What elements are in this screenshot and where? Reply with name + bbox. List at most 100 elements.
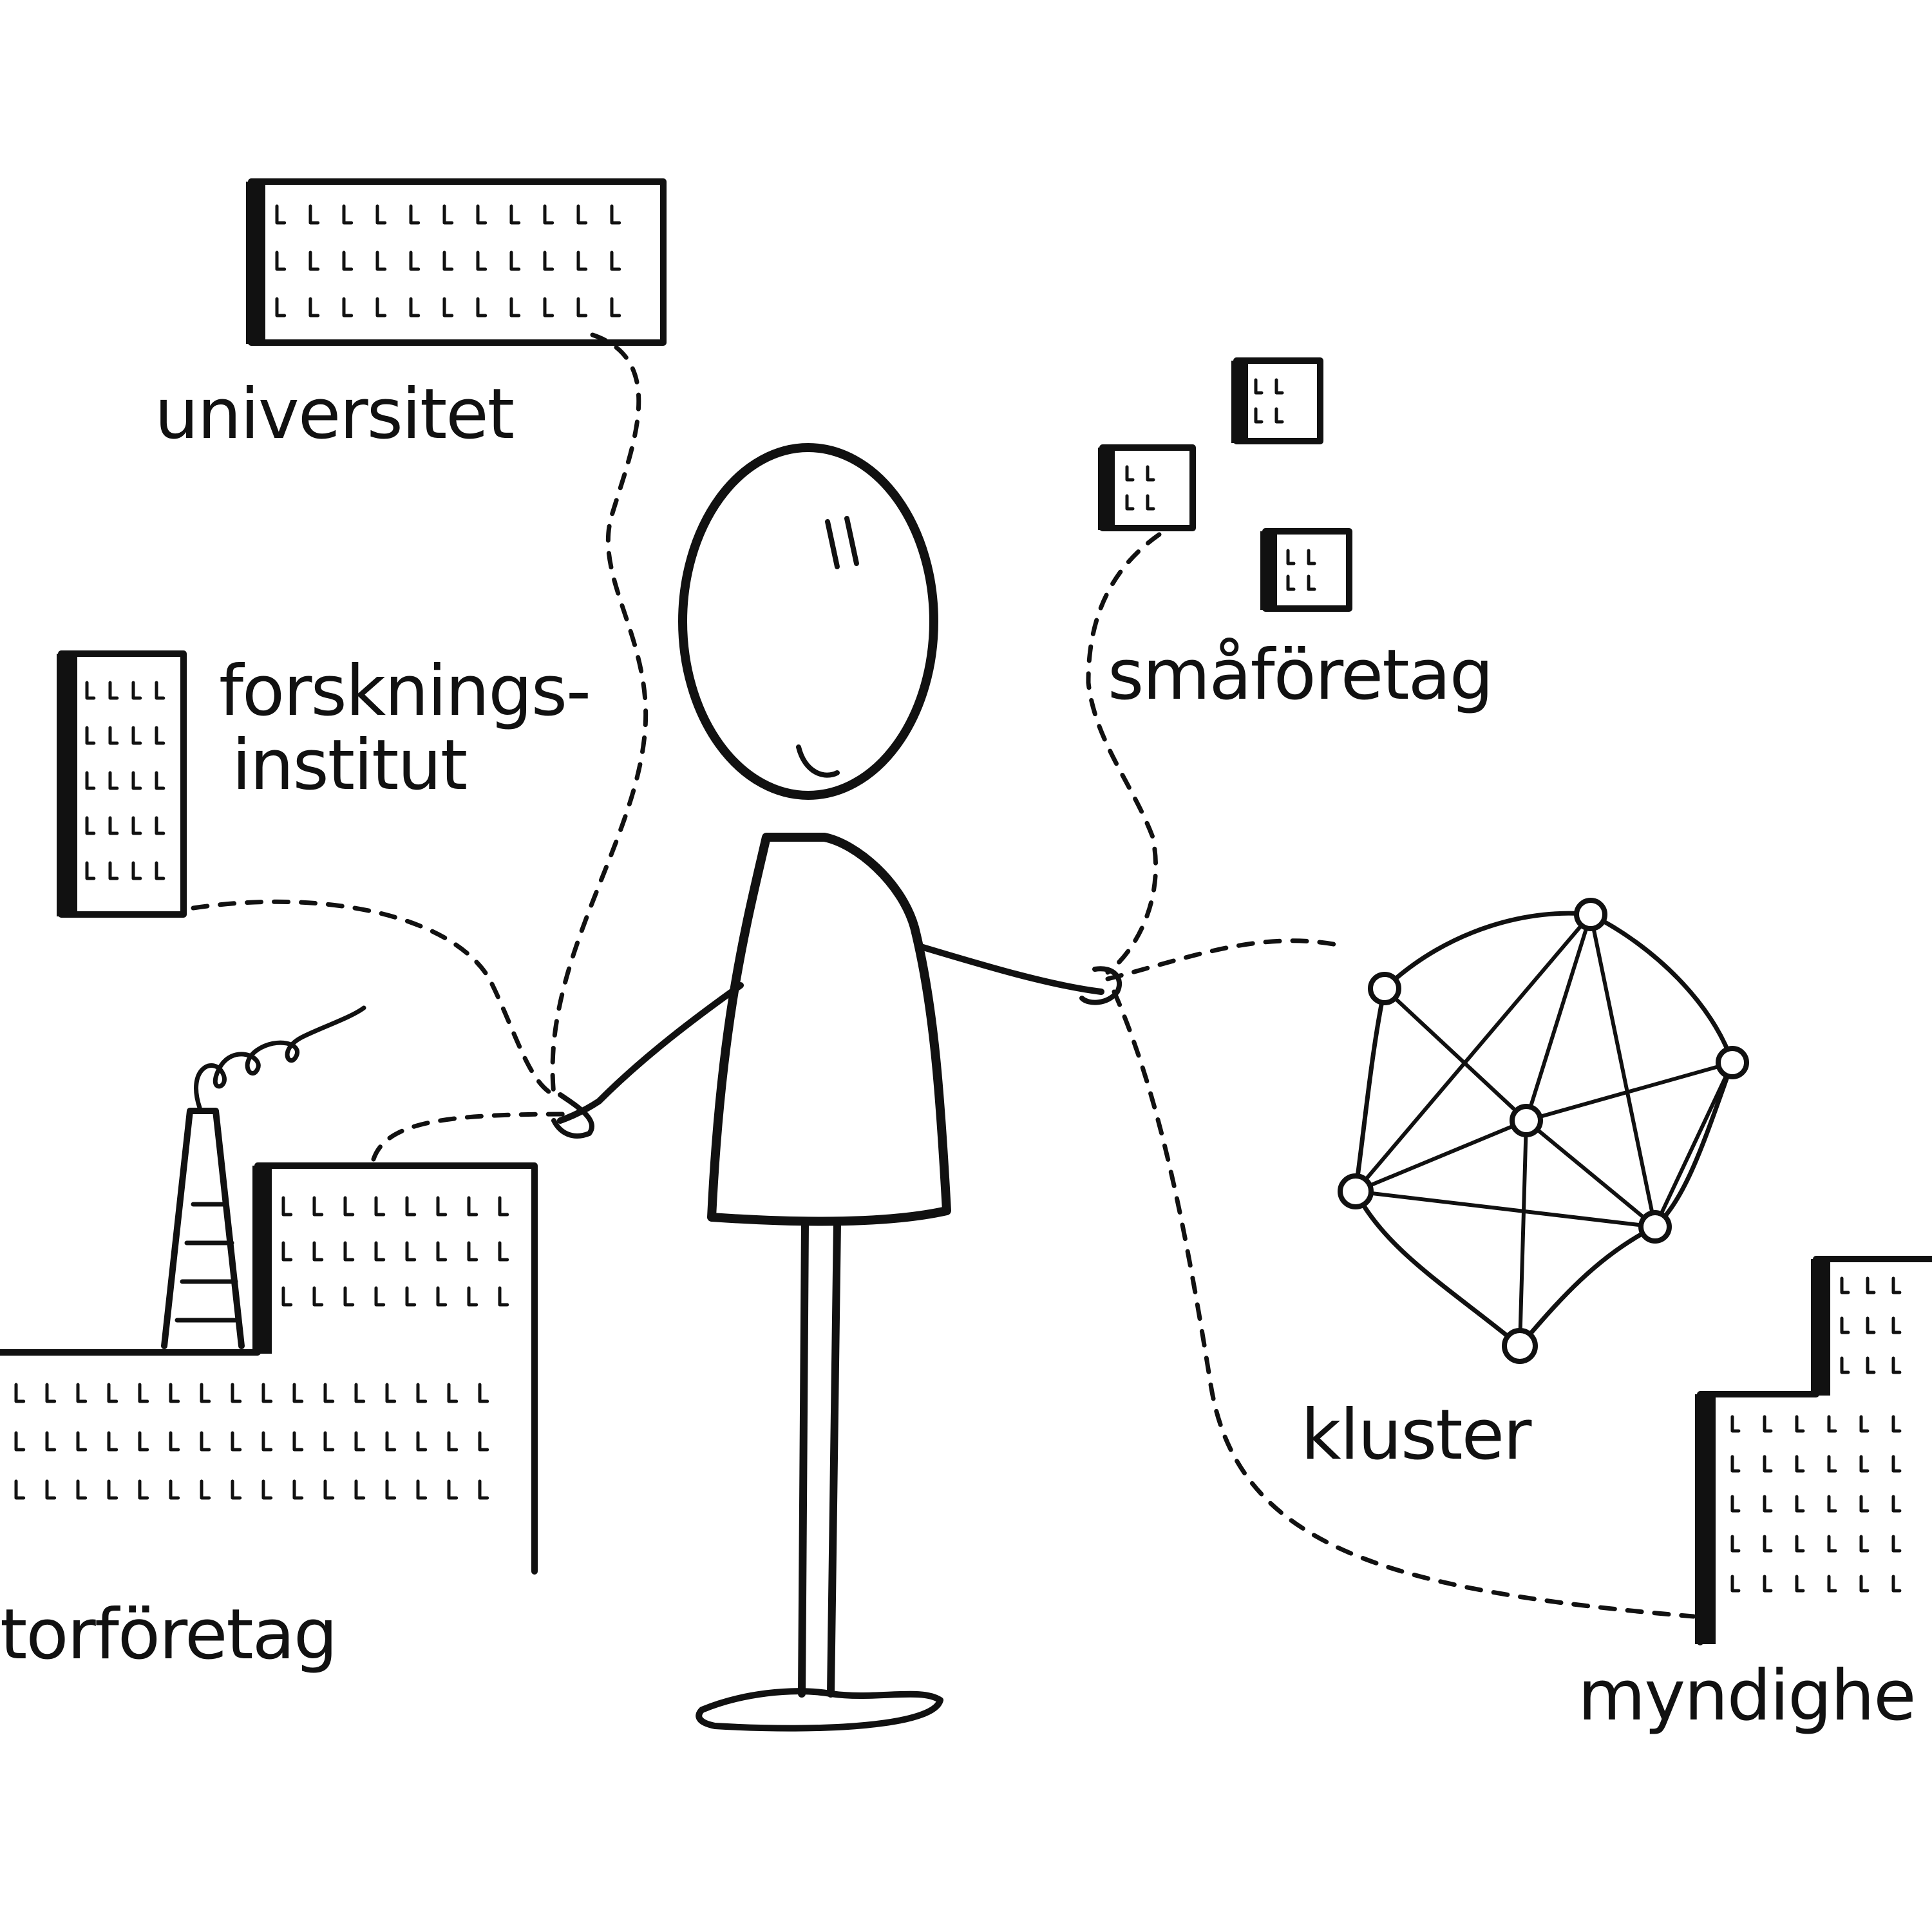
window-mark [409, 297, 421, 317]
window-mark [1763, 1535, 1773, 1553]
window-mark [1795, 1455, 1805, 1473]
window-mark [155, 816, 166, 835]
window-mark [476, 204, 488, 225]
label-smaforetag: småföretag [1108, 635, 1492, 715]
figure-right-hand [1079, 966, 1122, 1005]
label-kluster: kluster [1301, 1395, 1532, 1475]
window-mark [1763, 1455, 1773, 1473]
connection-forskningsinstitut [191, 899, 556, 1097]
window-mark [467, 1241, 478, 1262]
window-mark [576, 297, 588, 317]
small-company-building-3 [1260, 528, 1352, 612]
window-mark [1891, 1356, 1902, 1374]
window-mark [478, 1383, 489, 1403]
connection-kluster [1105, 938, 1349, 981]
cluster-node [1574, 898, 1607, 931]
window-mark [231, 1383, 242, 1403]
window-mark [323, 1383, 335, 1403]
window-mark [385, 1479, 397, 1500]
window-mark [447, 1383, 459, 1403]
window-mark [447, 1479, 459, 1500]
window-mark [1730, 1495, 1741, 1513]
figure-smile [796, 744, 840, 778]
window-mark [1730, 1575, 1741, 1593]
window-mark [442, 251, 454, 271]
window-mark [138, 1479, 149, 1500]
cluster-node [1502, 1328, 1538, 1364]
window-mark [354, 1479, 366, 1500]
window-mark [354, 1383, 366, 1403]
window-mark [1840, 1276, 1850, 1294]
window-mark [1254, 378, 1264, 395]
window-mark [45, 1479, 57, 1500]
window-mark [131, 726, 142, 745]
window-mark [1254, 407, 1264, 424]
window-mark [1286, 574, 1296, 591]
window-mark [1795, 1495, 1805, 1513]
window-mark [1859, 1495, 1870, 1513]
cluster-node [1638, 1210, 1672, 1244]
window-mark [342, 251, 354, 271]
window-mark [375, 204, 387, 225]
figure-right-arm [918, 943, 1104, 995]
label-myndighet: myndighe [1578, 1656, 1915, 1736]
window-mark [85, 681, 96, 700]
window-mark [416, 1383, 428, 1403]
window-mark [292, 1431, 304, 1452]
window-mark [281, 1196, 293, 1217]
window-mark [1891, 1316, 1902, 1334]
window-mark [1859, 1535, 1870, 1553]
connection-myndighet [1112, 989, 1696, 1619]
window-mark [385, 1383, 397, 1403]
window-mark [543, 251, 554, 271]
window-mark [442, 204, 454, 225]
window-mark [108, 816, 119, 835]
window-mark [478, 1431, 489, 1452]
connection-smaforetag [1086, 532, 1162, 975]
window-mark [1125, 465, 1135, 482]
window-mark [1827, 1575, 1837, 1593]
window-mark [261, 1479, 273, 1500]
window-mark [1827, 1415, 1837, 1433]
window-mark [1827, 1455, 1837, 1473]
window-mark [1730, 1415, 1741, 1433]
window-mark [155, 726, 166, 745]
window-mark [138, 1431, 149, 1452]
window-mark [442, 297, 454, 317]
window-mark [155, 681, 166, 700]
chimney-smoke [194, 1005, 366, 1110]
window-mark [1795, 1415, 1805, 1433]
window-mark [308, 204, 320, 225]
window-mark [1859, 1415, 1870, 1433]
window-mark [343, 1241, 355, 1262]
cluster-node [1338, 1173, 1374, 1209]
figure-body [707, 833, 951, 1226]
figure-feet [696, 1688, 943, 1732]
window-mark [436, 1196, 448, 1217]
window-mark [200, 1479, 211, 1500]
cluster-node [1716, 1046, 1749, 1079]
window-mark [610, 251, 621, 271]
window-mark [1866, 1276, 1876, 1294]
window-mark [416, 1479, 428, 1500]
connection-lines [191, 332, 1696, 1619]
window-mark [1891, 1455, 1902, 1473]
university-windows [275, 204, 621, 317]
window-mark [107, 1479, 118, 1500]
stick-figure [551, 443, 1122, 1732]
cluster-node [1510, 1104, 1543, 1137]
window-mark [107, 1383, 118, 1403]
window-mark [1146, 494, 1155, 511]
figure-legs [798, 1220, 841, 1698]
window-mark [45, 1383, 57, 1403]
window-mark [1274, 378, 1284, 395]
window-mark [447, 1431, 459, 1452]
window-mark [1859, 1575, 1870, 1593]
window-mark [231, 1479, 242, 1500]
window-mark [281, 1286, 293, 1307]
window-mark [169, 1383, 180, 1403]
window-mark [342, 204, 354, 225]
window-mark [138, 1383, 149, 1403]
window-mark [409, 251, 421, 271]
window-mark [200, 1383, 211, 1403]
